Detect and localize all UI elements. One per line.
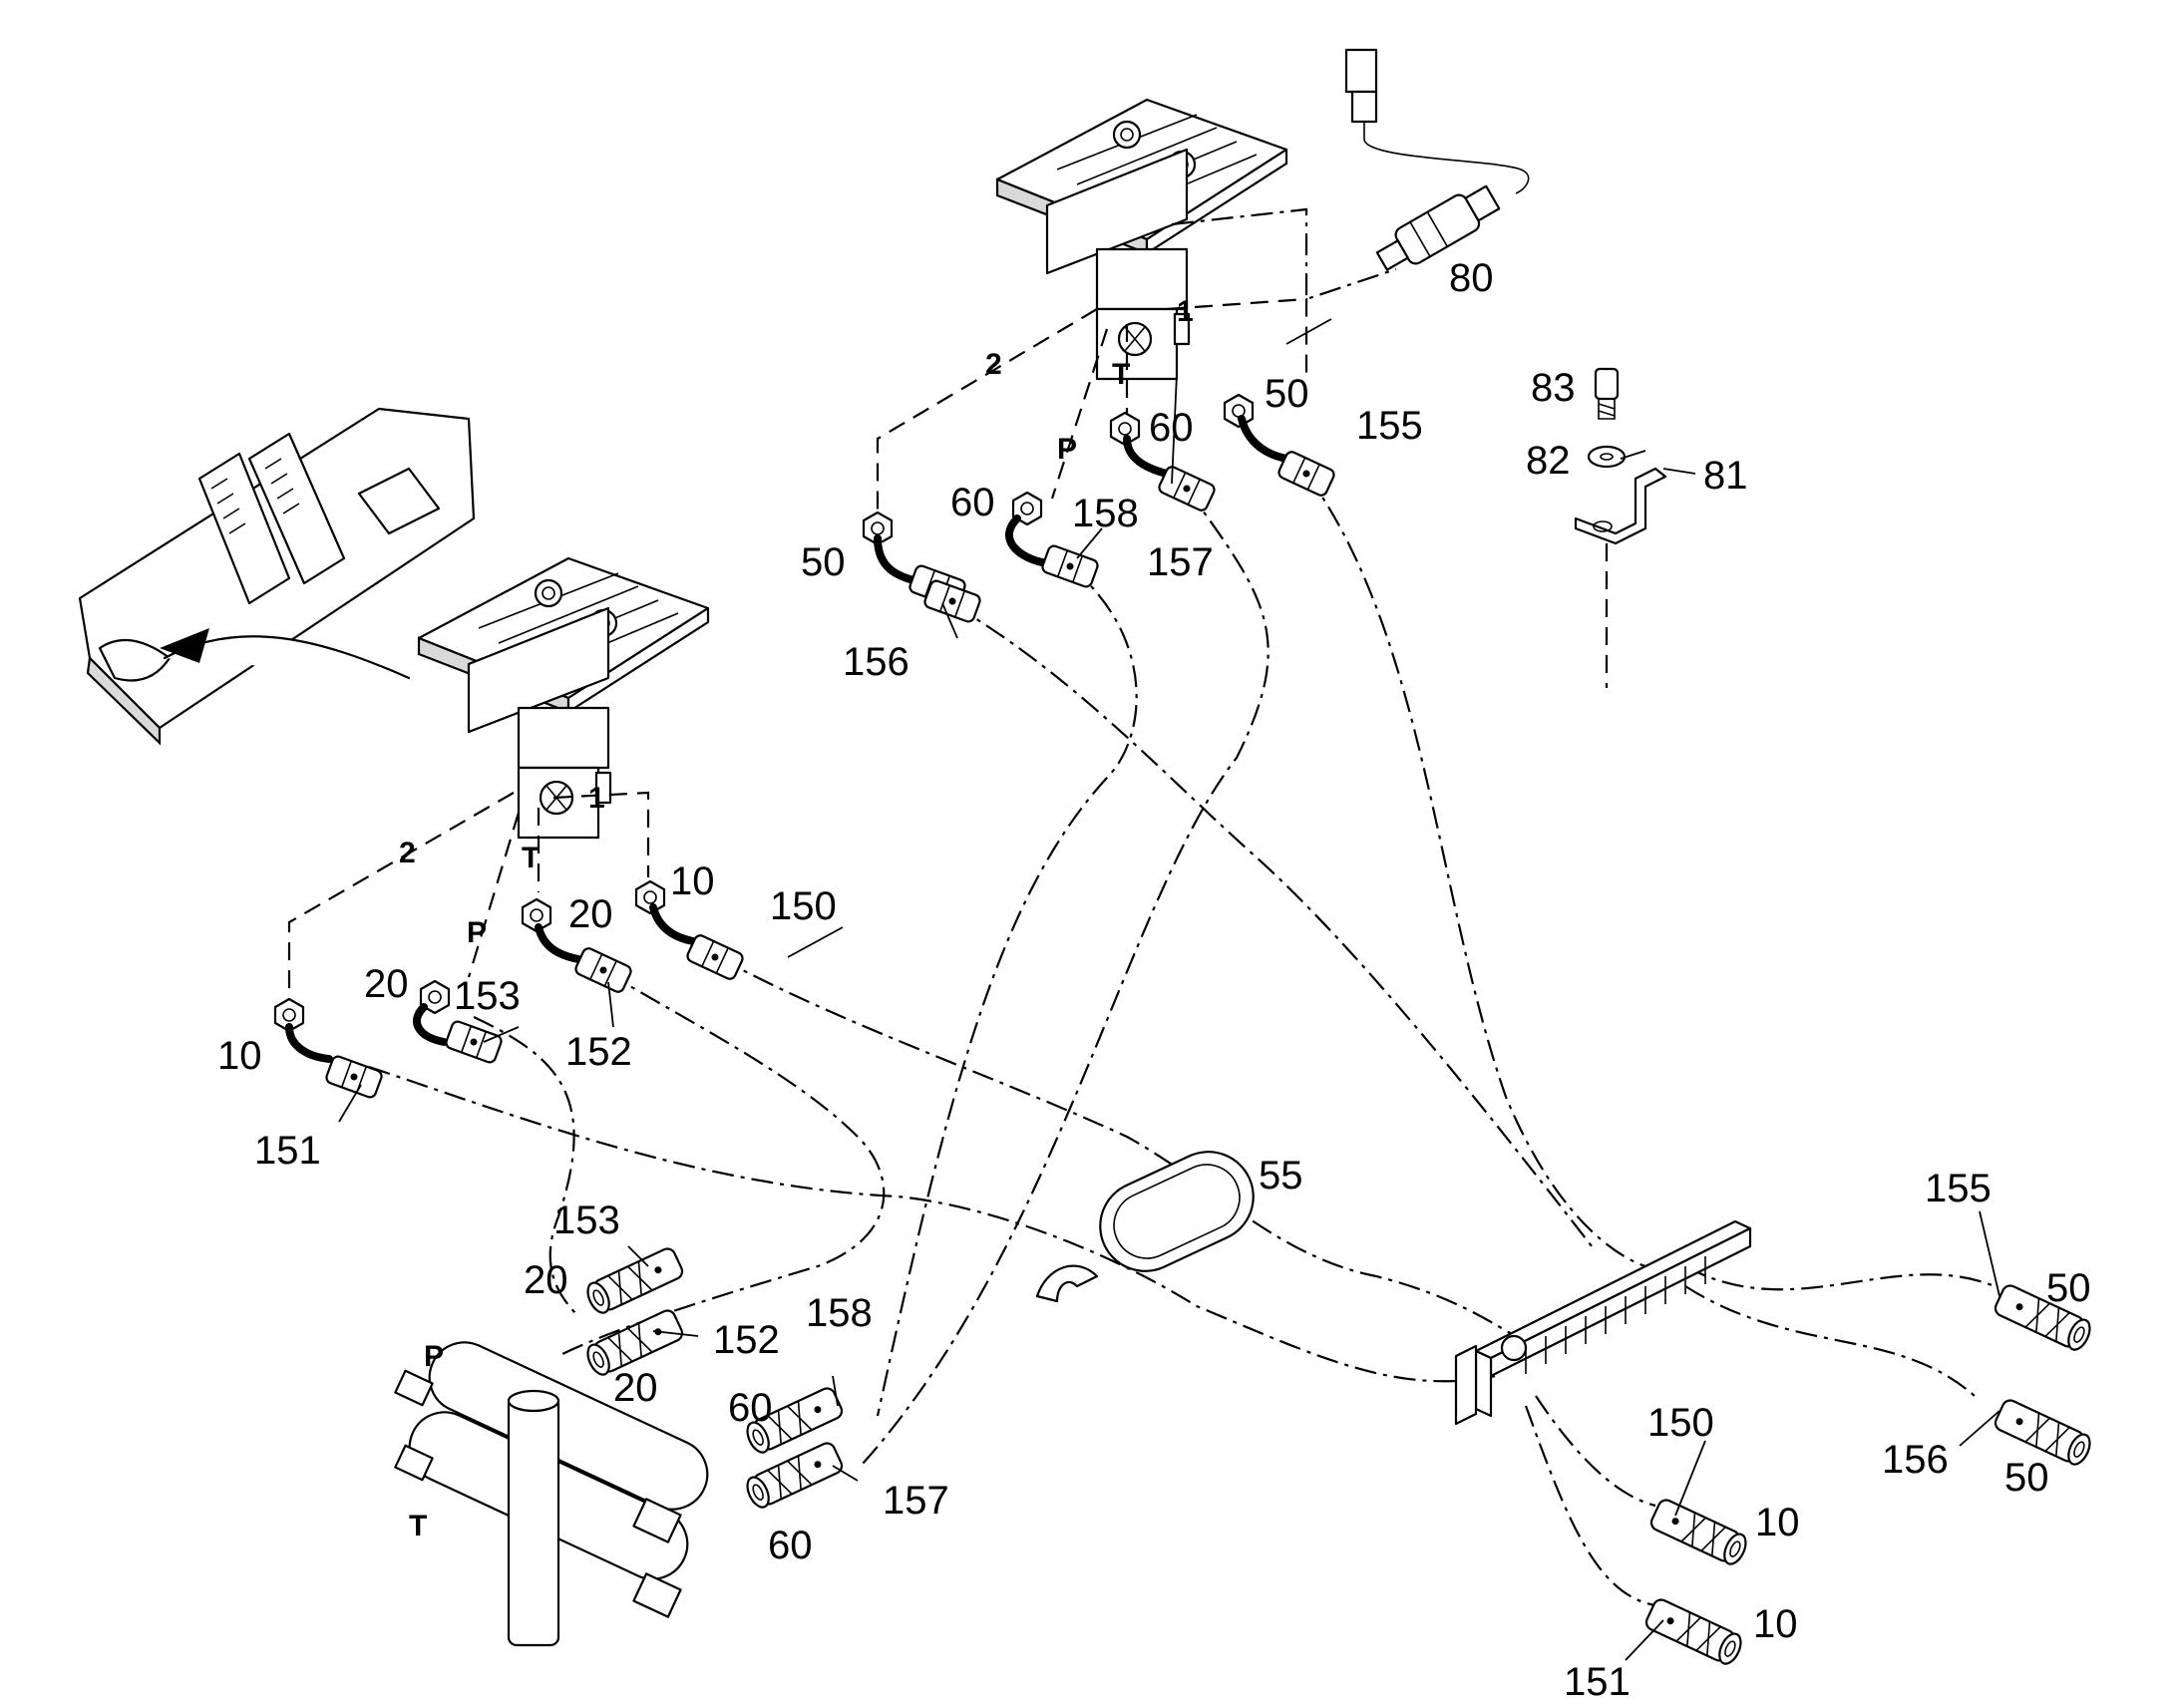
callout-lower-153: 153 xyxy=(454,974,521,1018)
callout-lower-151: 151 xyxy=(254,1129,321,1173)
callout-manifold-60-b: 60 xyxy=(768,1524,813,1567)
upper-port-1-label: 1 xyxy=(1177,295,1194,328)
manifold-block xyxy=(394,1341,709,1647)
callout-lower-10-a: 10 xyxy=(670,859,715,903)
callout-manifold-20-b: 20 xyxy=(613,1366,658,1410)
callout-lower-150: 150 xyxy=(770,884,837,928)
lower-port-1-label: 1 xyxy=(588,782,605,815)
callout-right-10-b: 10 xyxy=(1753,1602,1798,1646)
callout-upper-60-a: 60 xyxy=(1149,406,1194,450)
callout-manifold-60-a: 60 xyxy=(728,1386,773,1430)
hose-rail-bracket xyxy=(1454,1219,1752,1426)
lower-hose-ends xyxy=(273,879,746,1101)
callout-right-151: 151 xyxy=(1564,1660,1631,1704)
callout-upper-60-b: 60 xyxy=(950,481,995,524)
callout-right-50-b: 50 xyxy=(2004,1456,2049,1500)
upper-port-p-label: P xyxy=(1057,433,1077,466)
manifold-port-p-label: P xyxy=(424,1340,444,1373)
callout-manifold-157: 157 xyxy=(883,1479,949,1523)
callout-lower-10-b: 10 xyxy=(217,1034,262,1078)
callout-upper-156: 156 xyxy=(843,640,909,684)
pressure-sensor xyxy=(1344,48,1530,271)
callout-81: 81 xyxy=(1703,454,1748,498)
lower-port-p-label: P xyxy=(467,916,487,949)
callout-lower-20-b: 20 xyxy=(364,962,409,1006)
callout-manifold-153: 153 xyxy=(553,1198,620,1242)
leader-lines xyxy=(338,318,2000,1661)
floor-plate-assembly xyxy=(78,407,476,746)
callout-upper-50-a: 50 xyxy=(1265,372,1309,416)
callout-lower-20-a: 20 xyxy=(568,892,613,936)
callout-upper-158: 158 xyxy=(1072,492,1139,535)
callout-manifold-158: 158 xyxy=(806,1291,873,1335)
callout-right-156: 156 xyxy=(1882,1438,1949,1482)
callout-upper-50-b: 50 xyxy=(801,540,846,584)
callout-lower-152: 152 xyxy=(565,1030,632,1074)
upper-hose-ends xyxy=(862,393,1337,625)
lower-port-t-label: T xyxy=(522,842,540,874)
hose-clamp xyxy=(1035,1151,1255,1303)
hose-routing xyxy=(368,473,1996,1607)
callout-manifold-152: 152 xyxy=(713,1318,780,1362)
callout-numbers: 80 50 155 60 157 60 158 50 156 10 150 20… xyxy=(217,256,2091,1704)
upper-port-2-label: 2 xyxy=(985,348,1002,381)
upper-port-t-label: T xyxy=(1112,358,1130,391)
callout-manifold-20-a: 20 xyxy=(524,1258,568,1302)
lower-port-2-label: 2 xyxy=(399,837,416,869)
callout-83: 83 xyxy=(1531,366,1576,410)
callout-right-10-a: 10 xyxy=(1755,1501,1800,1544)
upper-pedal-valve xyxy=(876,98,1397,518)
callout-right-150: 150 xyxy=(1647,1401,1714,1445)
callout-82: 82 xyxy=(1526,439,1571,483)
bracket-parts xyxy=(1574,367,1667,688)
port-labels: 1 2 T P 1 2 T P P T xyxy=(399,295,1194,1542)
callout-upper-155: 155 xyxy=(1356,404,1423,448)
direction-arrow-icon xyxy=(160,628,209,663)
lower-pedal-valve xyxy=(287,556,710,1002)
callout-upper-157: 157 xyxy=(1147,540,1214,584)
callout-right-155: 155 xyxy=(1925,1167,1992,1210)
callout-55: 55 xyxy=(1259,1154,1303,1197)
callout-80: 80 xyxy=(1449,256,1494,300)
callout-right-50-a: 50 xyxy=(2046,1266,2091,1310)
manifold-port-t-label: T xyxy=(409,1510,427,1542)
